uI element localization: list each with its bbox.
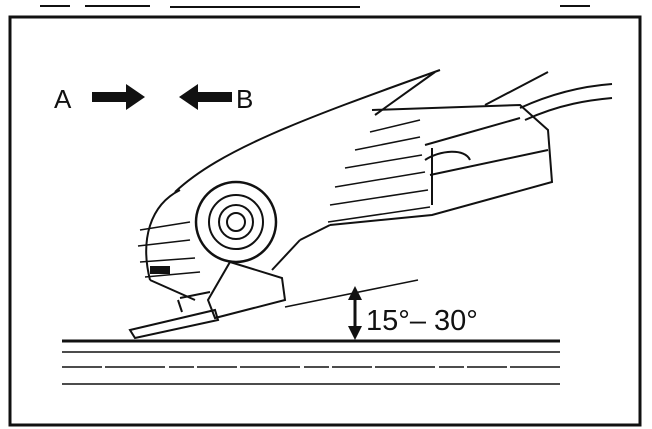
arrow-b-icon xyxy=(179,84,232,110)
arrow-up-icon xyxy=(348,286,362,300)
angle-label: 15°– 30° xyxy=(366,305,478,337)
diagram-frame xyxy=(8,15,642,427)
arrow-a-icon xyxy=(92,84,145,110)
arrow-down-icon xyxy=(348,326,362,340)
label-a: A xyxy=(54,84,72,114)
scan-artifact-top xyxy=(40,5,590,8)
floor-surface xyxy=(62,339,560,385)
angle-indicator xyxy=(284,279,419,340)
tool-illustration xyxy=(128,69,613,340)
label-b: B xyxy=(236,84,253,114)
